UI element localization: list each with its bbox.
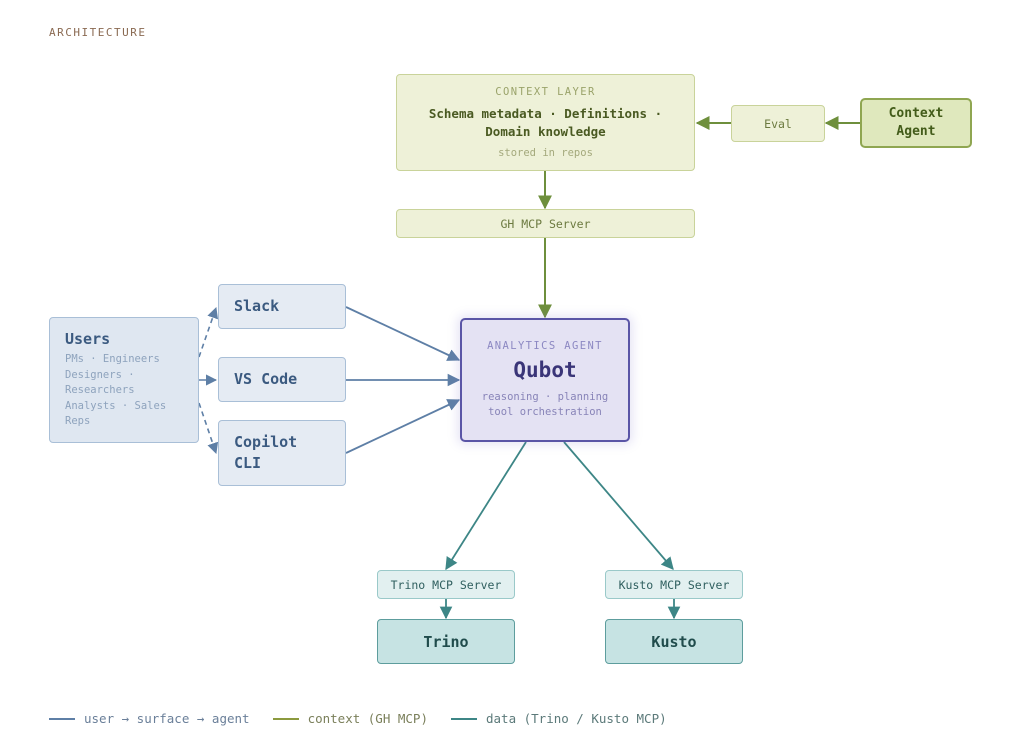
legend-item-data-flow: data (Trino / Kusto MCP) [451, 711, 667, 726]
copilot-to-qubot-arrow [345, 399, 461, 454]
users-line1: PMs · Engineers [65, 353, 160, 365]
vscode-label: VS Code [234, 370, 298, 388]
copilot-cli-line2: CLI [234, 454, 262, 472]
context-agent-line1: Context [888, 106, 944, 121]
users-line3: Researchers [65, 384, 135, 396]
legend: user → surface → agent context (GH MCP) … [49, 711, 690, 726]
users-line5: Reps [65, 415, 91, 427]
context-layer-box: CONTEXT LAYER Schema metadata · Definiti… [396, 74, 695, 171]
context-layer-caption: CONTEXT LAYER [495, 86, 596, 98]
users-to-slack-arrow [198, 306, 218, 358]
slack-box: Slack [218, 284, 346, 329]
users-to-copilot-arrow [198, 402, 219, 455]
gh-mcp-server-box: GH MCP Server [396, 209, 695, 238]
kusto-box: Kusto [605, 619, 743, 664]
agent-line1: reasoning · planning [481, 391, 609, 403]
copilot-cli-box: Copilot CLI [218, 420, 346, 486]
users-line2: Designers · [65, 368, 135, 381]
agent-caption: ANALYTICS AGENT [487, 340, 603, 352]
legend-swatch-context-flow [272, 717, 299, 720]
slack-to-qubot-arrow [345, 306, 461, 361]
legend-swatch-data-flow [451, 717, 477, 720]
legend-label-data-flow: data (Trino / Kusto MCP) [486, 711, 667, 726]
context-layer-line1: Schema metadata · Definitions · [428, 106, 663, 121]
context-layer-note: stored in repos [498, 147, 593, 159]
context-agent-line2: Agent [896, 124, 936, 139]
context-agent-box: Context Agent [860, 98, 972, 148]
kusto-mcp-server-box: Kusto MCP Server [605, 570, 743, 599]
slack-label: Slack [234, 297, 280, 315]
legend-item-context-flow: context (GH MCP) [272, 711, 428, 726]
legend-swatch-user-flow [49, 717, 75, 720]
agent-line2: tool orchestration [488, 406, 602, 418]
users-line4: Analysts · Sales [65, 399, 167, 412]
legend-label-user-flow: user → surface → agent [84, 711, 250, 726]
context-layer-line2: Domain knowledge [485, 124, 606, 139]
eval-label: Eval [764, 116, 792, 131]
users-box: Users PMs · Engineers Designers · Resear… [49, 317, 199, 443]
qubot-agent-box: ANALYTICS AGENT Qubot reasoning · planni… [460, 318, 630, 442]
qubot-to-trino-mcp-arrow [445, 441, 527, 571]
kusto-mcp-server-label: Kusto MCP Server [618, 577, 730, 592]
trino-mcp-server-box: Trino MCP Server [377, 570, 515, 599]
trino-mcp-server-label: Trino MCP Server [390, 577, 502, 592]
agent-name: Qubot [513, 358, 577, 382]
section-label: ARCHITECTURE [49, 26, 147, 39]
qubot-to-kusto-mcp-arrow [563, 441, 674, 570]
eval-box: Eval [731, 105, 825, 142]
gh-mcp-server-label: GH MCP Server [500, 216, 591, 231]
trino-label: Trino [423, 632, 469, 651]
legend-label-context-flow: context (GH MCP) [307, 711, 428, 726]
copilot-cli-line1: Copilot [234, 433, 298, 451]
trino-box: Trino [377, 619, 515, 664]
kusto-label: Kusto [651, 632, 697, 651]
legend-item-user-flow: user → surface → agent [49, 711, 250, 726]
vscode-box: VS Code [218, 357, 346, 402]
users-title: Users [65, 330, 111, 348]
